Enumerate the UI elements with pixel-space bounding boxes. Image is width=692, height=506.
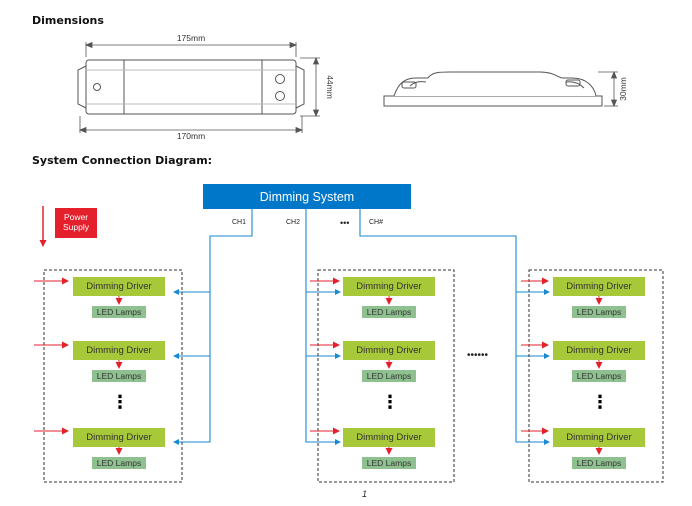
system-connection-heading: System Connection Diagram: [32,154,213,167]
dimming-driver-box: Dimming Driver [553,277,645,296]
dimension-drawings: 175mm 170mm 44mm 30mm [77,33,628,141]
channel-label-1: CH1 [232,219,246,226]
dim-170-label: 170mm [177,131,205,141]
led-lamps-box: LED Lamps [362,370,416,382]
channel-label-2: CH2 [286,219,300,226]
dimming-driver-box: Dimming Driver [73,428,165,447]
led-lamps-box: LED Lamps [572,457,626,469]
vertical-ellipsis: ⋮ [111,392,129,412]
channel-ellipsis: ••• [340,218,349,228]
led-lamps-box: LED Lamps [362,306,416,318]
group-box-2 [317,269,455,483]
group-box-3 [528,269,664,483]
led-lamps-box: LED Lamps [92,370,146,382]
led-lamps-box: LED Lamps [92,457,146,469]
top-view-drawing [77,59,305,115]
dimming-system-label: Dimming System [260,190,354,204]
vertical-ellipsis: ⋮ [591,392,609,412]
led-lamps-box: LED Lamps [572,370,626,382]
led-lamps-box: LED Lamps [362,457,416,469]
dim-175-label: 175mm [177,33,205,43]
vertical-ellipsis: ⋮ [381,392,399,412]
page-number: 1 [362,489,368,499]
led-lamps-box: LED Lamps [92,306,146,318]
dimming-driver-box: Dimming Driver [343,428,435,447]
between-groups-ellipsis: •••••• [467,350,489,361]
dimming-driver-box: Dimming Driver [553,428,645,447]
dimming-driver-box: Dimming Driver [553,341,645,360]
led-lamps-box: LED Lamps [572,306,626,318]
dimensions-heading: Dimensions [32,14,104,27]
dimming-driver-box: Dimming Driver [73,341,165,360]
dimming-driver-box: Dimming Driver [343,277,435,296]
channel-label-3: CH# [369,219,383,226]
dim-44-label: 44mm [325,75,335,99]
power-supply-label: Power Supply [55,208,97,238]
dimming-system-box [203,184,411,209]
dim-30-label: 30mm [618,77,628,101]
connection-diagram: Dimming System CH1 CH2 ••• CH# [34,184,664,483]
dimming-driver-box: Dimming Driver [73,277,165,296]
side-view-drawing [383,71,603,107]
dimming-driver-box: Dimming Driver [343,341,435,360]
